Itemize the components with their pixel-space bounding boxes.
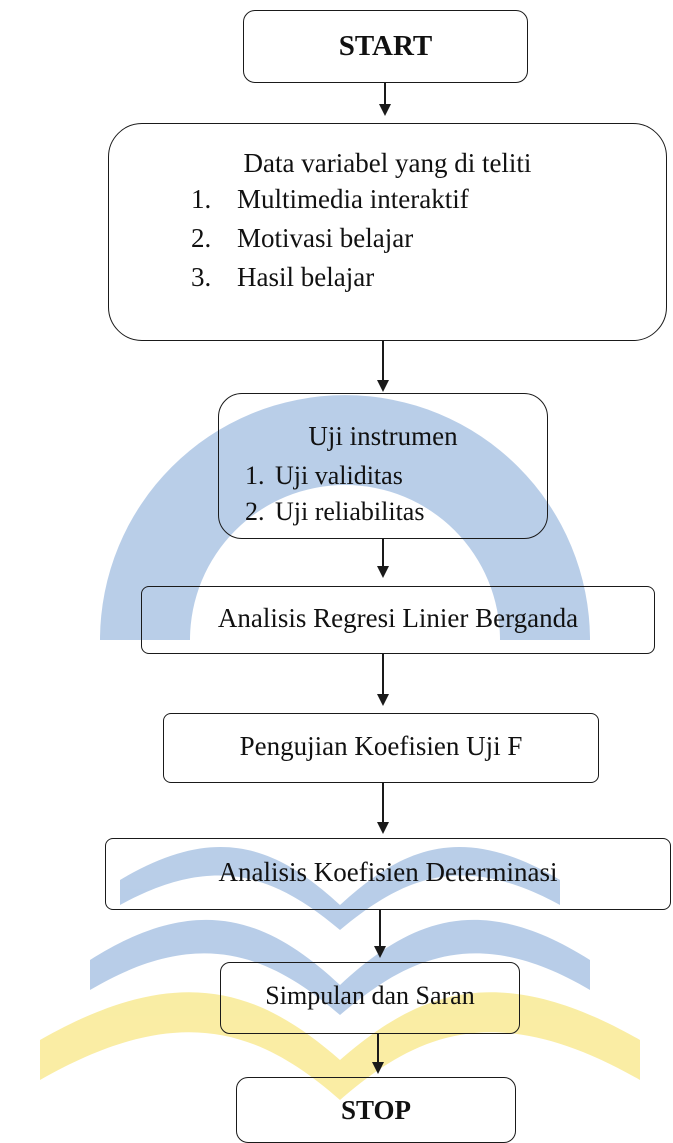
f-test-label: Pengujian Koefisien Uji F xyxy=(239,731,523,761)
instrument-test-node: Uji instrumen 1. Uji validitas 2. Uji reli… xyxy=(218,393,548,539)
regression-analysis-label: Analisis Regresi Linier Berganda xyxy=(217,603,579,633)
list-item-number: 3. xyxy=(191,262,212,292)
arrowhead-regression-ftest xyxy=(377,694,389,706)
list-item-text: Uji reliabilitas xyxy=(275,497,425,526)
instrument-test-list: 1. Uji validitas 2. Uji reliabilitas xyxy=(245,458,424,530)
list-item-text: Uji validitas xyxy=(275,461,403,490)
list-item-number: 2. xyxy=(191,223,212,253)
f-test-node: Pengujian Koefisien Uji F xyxy=(163,713,599,783)
data-variables-title: Data variabel yang di teliti xyxy=(243,148,532,178)
arrowhead-start-data xyxy=(379,104,391,116)
regression-analysis-node: Analisis Regresi Linier Berganda xyxy=(141,586,655,654)
arrowhead-determination-conclusion xyxy=(374,946,386,958)
list-item-text: Hasil belajar xyxy=(237,262,375,292)
start-node: START xyxy=(243,10,528,83)
data-variables-node: Data variabel yang di teliti 1. Multimedi… xyxy=(108,123,667,341)
list-item-text: Motivasi belajar xyxy=(237,223,414,253)
list-item: 2. Motivasi belajar xyxy=(191,219,469,258)
list-item: 2. Uji reliabilitas xyxy=(245,494,424,530)
arrowhead-data-instrument xyxy=(377,380,389,392)
determination-analysis-label: Analisis Koefisien Determinasi xyxy=(218,857,558,887)
arrowhead-conclusion-stop xyxy=(372,1062,384,1074)
list-item: 1. Multimedia interaktif xyxy=(191,180,469,219)
list-item: 1. Uji validitas xyxy=(245,458,424,494)
list-item-number: 2. xyxy=(245,497,265,526)
data-variables-list: 1. Multimedia interaktif 2. Motivasi belaj… xyxy=(191,180,469,297)
conclusion-node: Simpulan dan Saran xyxy=(220,962,520,1034)
arrowhead-ftest-determination xyxy=(377,822,389,834)
conclusion-label: Simpulan dan Saran xyxy=(265,981,475,1010)
stop-label: STOP xyxy=(340,1095,412,1125)
list-item-number: 1. xyxy=(245,461,265,490)
determination-analysis-node: Analisis Koefisien Determinasi xyxy=(105,838,671,910)
stop-node: STOP xyxy=(236,1077,516,1143)
start-label: START xyxy=(338,30,433,62)
list-item: 3. Hasil belajar xyxy=(191,258,469,297)
list-item-number: 1. xyxy=(191,184,212,214)
instrument-test-title: Uji instrumen xyxy=(308,421,458,451)
arrowhead-instrument-regression xyxy=(377,566,389,578)
list-item-text: Multimedia interaktif xyxy=(237,184,469,214)
